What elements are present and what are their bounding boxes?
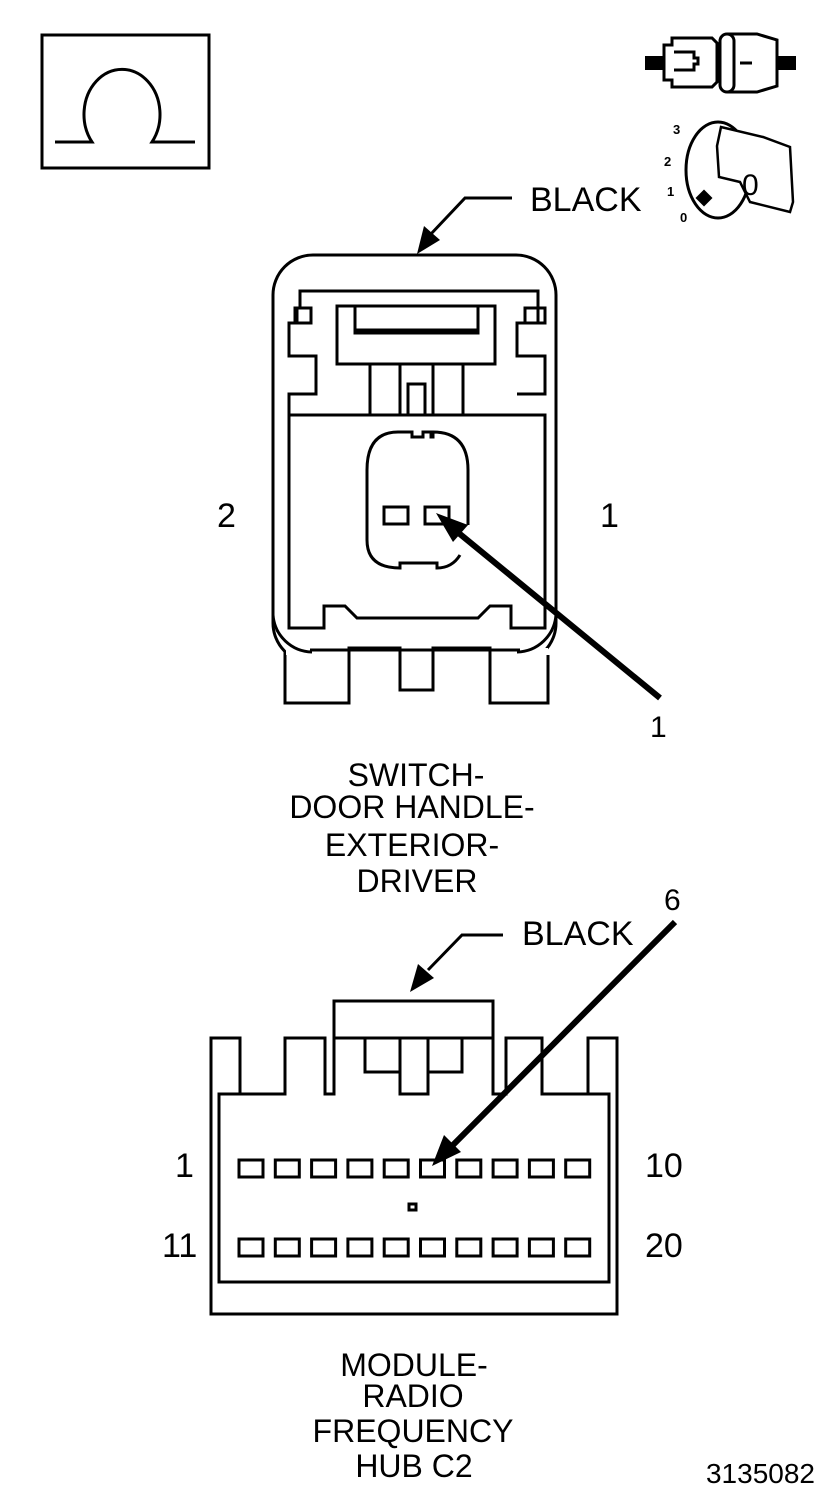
svg-text:EXTERIOR-: EXTERIOR- [325,827,499,863]
svg-text:MODULE-: MODULE- [340,1347,488,1383]
connector-1-pin-2 [382,505,410,526]
connector-2-pin-9 [527,1158,555,1179]
connector-1-side-label-left: 2 [217,497,236,535]
connector-2-pin-6 [419,1158,446,1179]
svg-text:SWITCH-: SWITCH- [348,757,485,793]
svg-text:0: 0 [680,210,687,225]
connector-1-side-label-right: 1 [600,497,619,535]
connector-1-pin-callout: 1 [650,711,667,744]
connector-2-row2-right-label: 20 [645,1227,683,1265]
svg-text:2: 2 [664,154,671,169]
connector-2-pin-8 [491,1158,519,1179]
connector-disconnected-icon [645,32,796,94]
connector-1-pin-1 [423,505,451,526]
connector-2-row1-left-label: 1 [175,1147,194,1185]
connector-2-pin-callout-arrow [432,919,678,1166]
connector-1-color-label: BLACK [530,181,642,219]
connector-2-pin-12 [273,1237,301,1258]
svg-text:DRIVER: DRIVER [357,863,478,899]
connector-2-black-label-group: BLACK [410,915,634,992]
connector-2-pin-3 [310,1158,338,1179]
ohmmeter-icon [40,33,211,170]
svg-text:1: 1 [667,184,674,199]
svg-text:FREQUENCY: FREQUENCY [313,1413,514,1449]
connector-2-body [209,999,619,1316]
connector-2-pin-callout: 6 [664,884,681,917]
connector-2-pin-2 [273,1158,301,1179]
connector-2-title: MODULE- RADIO FREQUENCY HUB C2 [313,1347,514,1484]
figure-number: 3135082 [706,1458,815,1489]
connector-2-pin-14 [346,1237,374,1258]
svg-text:0: 0 [742,169,759,202]
connector-2-pin-1 [237,1158,265,1179]
connector-2-pin-13 [310,1237,338,1258]
connector-2-pin-20 [564,1237,592,1258]
svg-text:RADIO: RADIO [362,1378,463,1414]
connector-2-pin-17 [455,1237,483,1258]
connector-2-pin-18 [491,1237,519,1258]
svg-text:DOOR HANDLE-: DOOR HANDLE- [289,789,534,825]
connector-2-row2-left-label: 11 [162,1227,197,1265]
connector-1-pin-callout-arrow [436,513,662,701]
connector-2-pin-10 [564,1158,592,1179]
connector-1-title: SWITCH- DOOR HANDLE- EXTERIOR- DRIVER [289,757,534,899]
connector-2-row1-right-label: 10 [645,1147,683,1185]
connector-2-pin-7 [455,1158,483,1179]
svg-text:3: 3 [673,122,680,137]
connector-2-color-label: BLACK [522,915,634,953]
connector-1-body [271,253,558,705]
connector-2-pin-11 [237,1237,265,1258]
connector-2-keying-mark [407,1202,418,1212]
connector-1-black-label-group: BLACK [417,181,642,254]
connector-2-pin-19 [527,1237,555,1258]
connector-2-pin-16 [419,1237,446,1258]
connector-2-pin-4 [346,1158,374,1179]
svg-text:HUB C2: HUB C2 [355,1448,472,1484]
connector-2-pin-5 [382,1158,410,1179]
connector-2-pin-15 [382,1237,410,1258]
ignition-key-icon: 3 2 1 0 0 [664,120,795,225]
